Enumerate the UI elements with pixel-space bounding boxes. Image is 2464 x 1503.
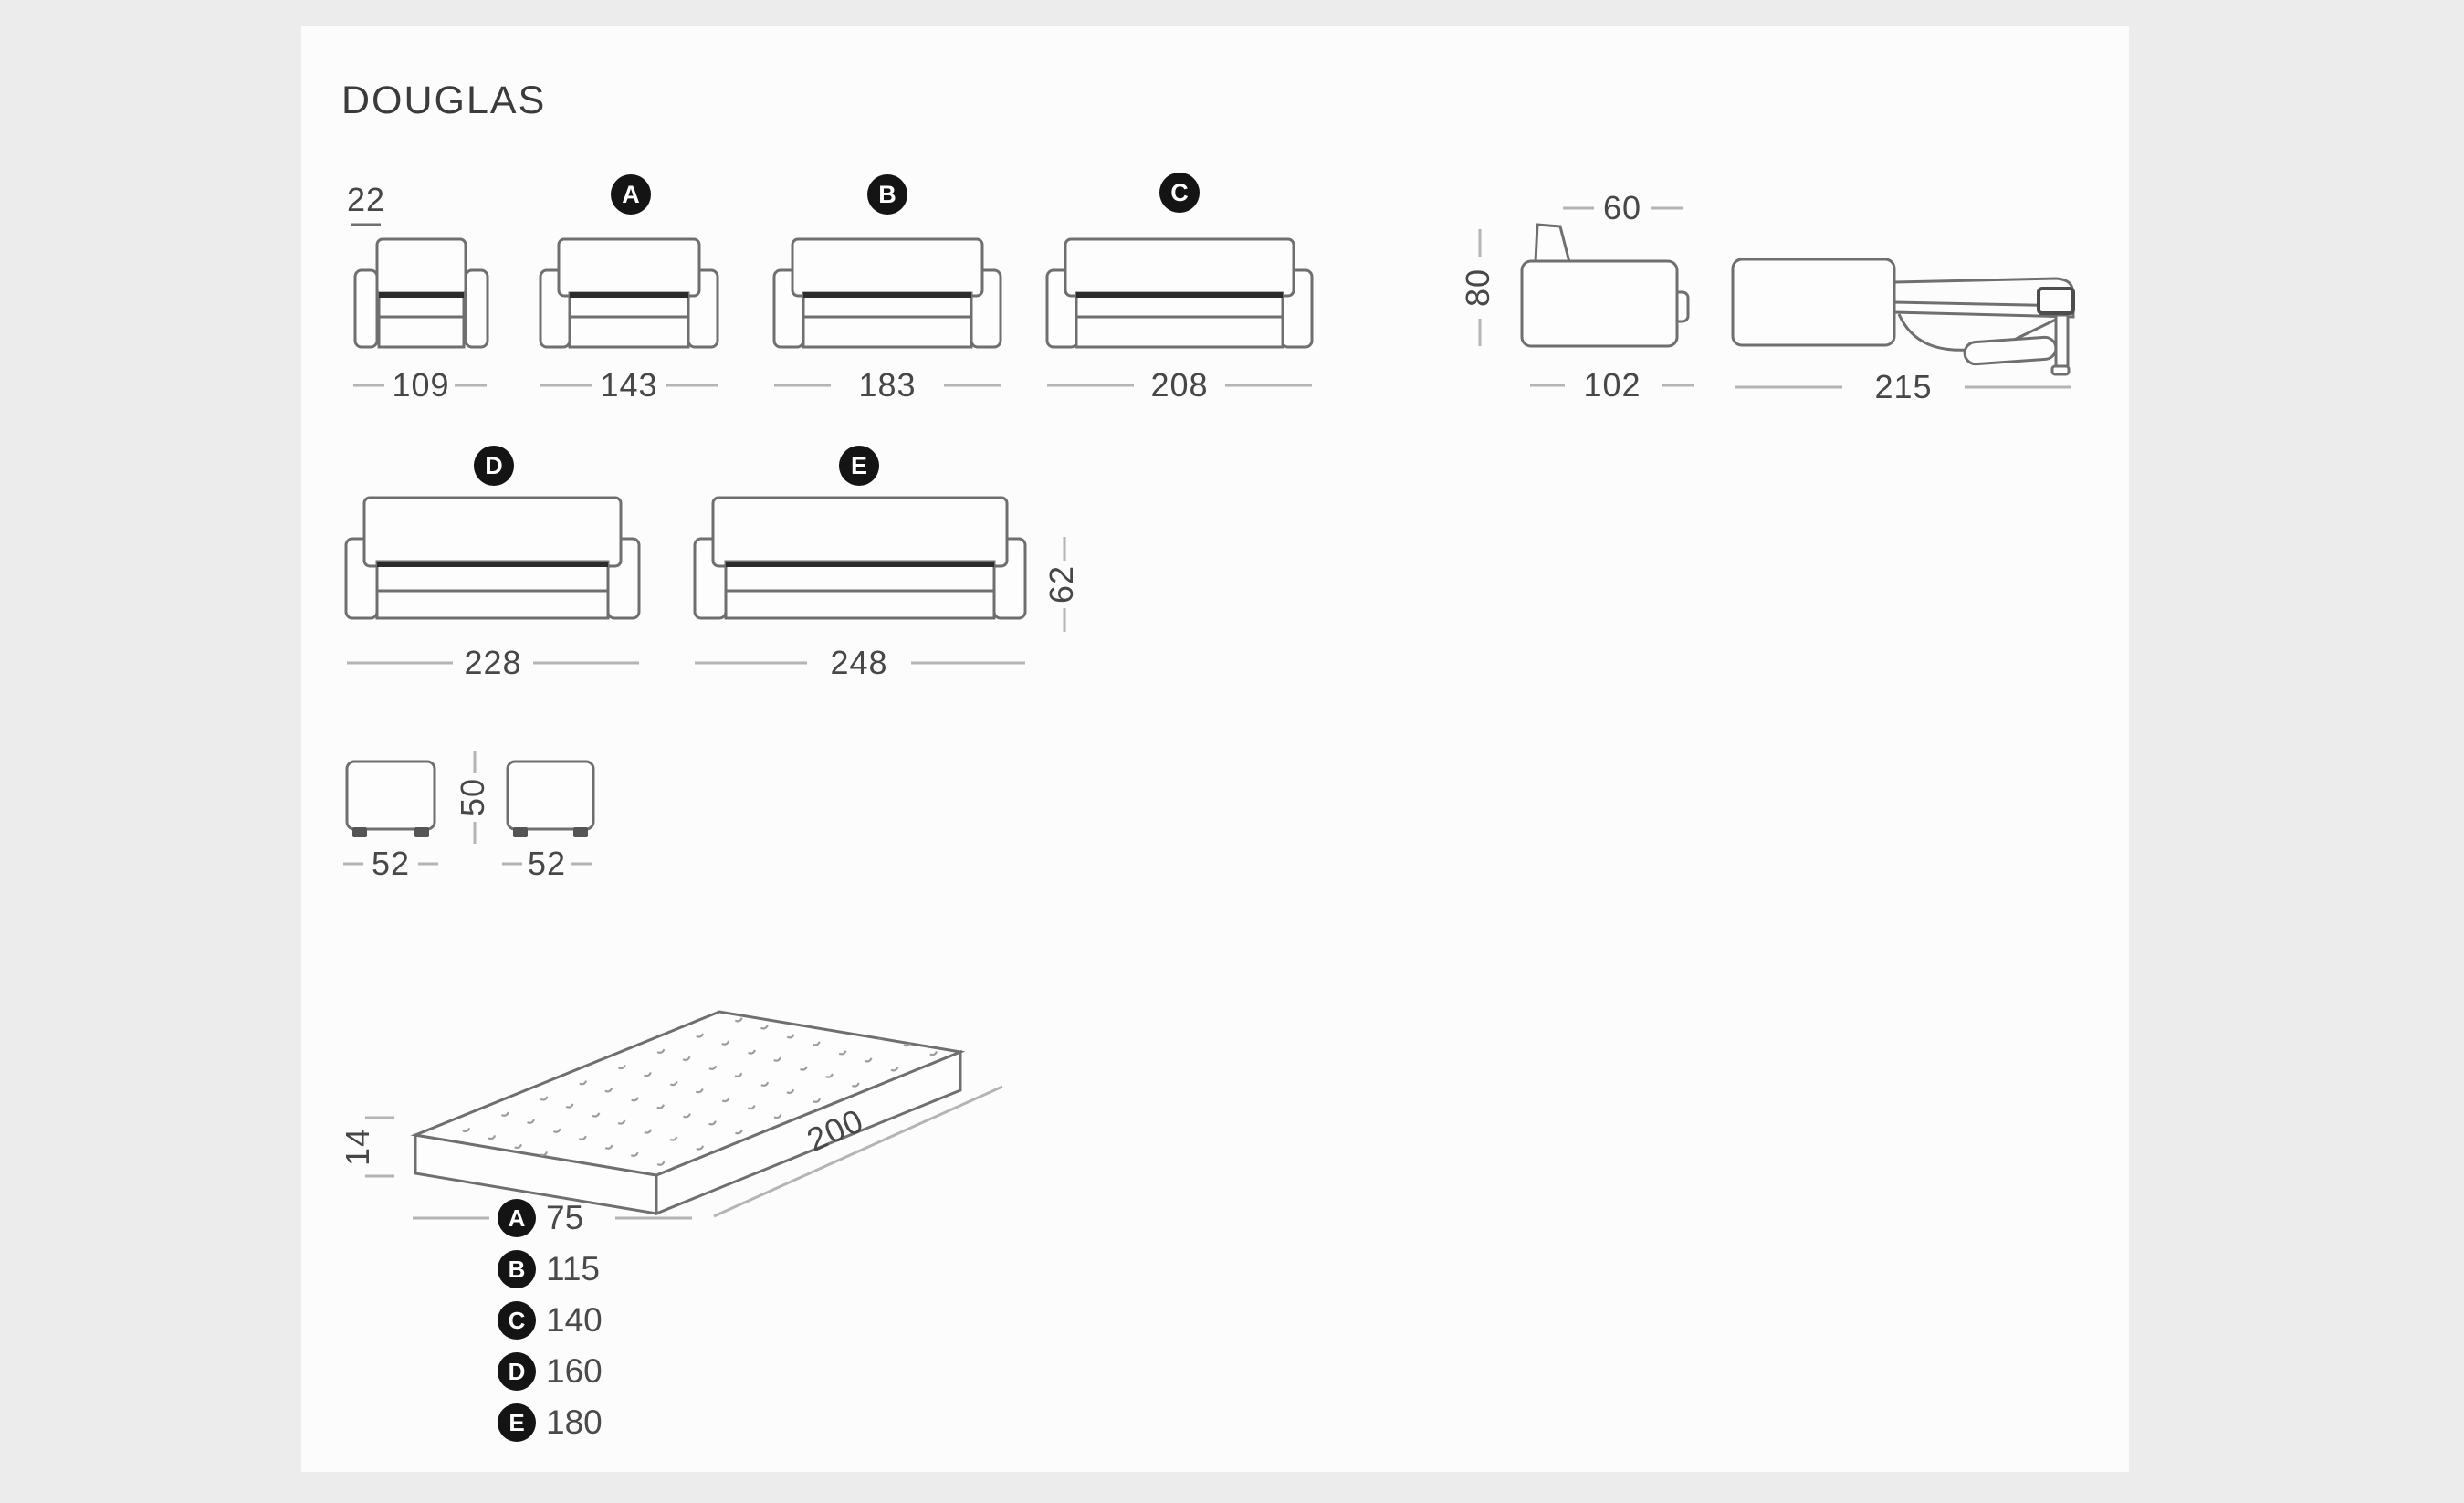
sofa-c-width-label: 208 (1150, 366, 1209, 404)
sofa-b-width-label: 183 (858, 366, 917, 404)
open-depth-label: 215 (1874, 368, 1933, 405)
mattress-row-e-value: 180 (546, 1403, 603, 1441)
mattress-row-c-value: 140 (546, 1301, 603, 1339)
mattress-isometric (365, 1010, 1003, 1220)
model-c-badge: C (1159, 173, 1200, 213)
mattress-row-b-value: 115 (546, 1250, 600, 1288)
mattress-row-c-badge: C (498, 1301, 536, 1340)
mattress-row-b-badge: B (498, 1250, 536, 1288)
mattress-row-a-badge: A (498, 1199, 536, 1237)
armchair-width-label: 109 (392, 366, 450, 404)
armrest-width-label: 22 (346, 181, 386, 218)
pouf-right-width-label: 52 (527, 845, 567, 882)
mattress-row-d-badge: D (498, 1352, 536, 1391)
pouf-left (343, 760, 438, 866)
sofa-a-front-view (539, 237, 719, 387)
sofa-e-front-view (693, 496, 1066, 665)
model-a-badge: A (611, 174, 651, 215)
closed-height-label: 80 (1459, 268, 1496, 308)
sofa-d-front-view (344, 496, 641, 665)
closed-depth-label: 102 (1583, 366, 1641, 404)
sofa-d-width-label: 228 (464, 644, 522, 681)
sofa-c-front-view (1045, 237, 1314, 387)
model-b-badge: B (867, 174, 907, 215)
page-title: DOUGLAS (341, 79, 547, 122)
closed-back-width-label: 60 (1602, 189, 1642, 226)
model-d-badge: D (474, 446, 514, 486)
pouf-right (502, 760, 595, 866)
side-view-closed (1478, 206, 1694, 387)
sofa-e-width-label: 248 (830, 644, 888, 681)
mattress-thickness-label: 14 (339, 1127, 376, 1167)
pouf-height-label: 50 (454, 777, 491, 817)
mattress-row-a-value: 75 (546, 1199, 584, 1236)
model-e-badge: E (839, 446, 879, 486)
armchair-front-view (353, 237, 489, 387)
side-view-open-bed (1731, 258, 2075, 389)
sofa-b-front-view (772, 237, 1002, 387)
pouf-left-width-label: 52 (371, 845, 411, 882)
mattress-row-e-badge: E (498, 1403, 536, 1442)
seat-height-label: 62 (1043, 564, 1080, 604)
sofa-a-width-label: 143 (600, 366, 658, 404)
mattress-row-d-value: 160 (546, 1352, 603, 1390)
